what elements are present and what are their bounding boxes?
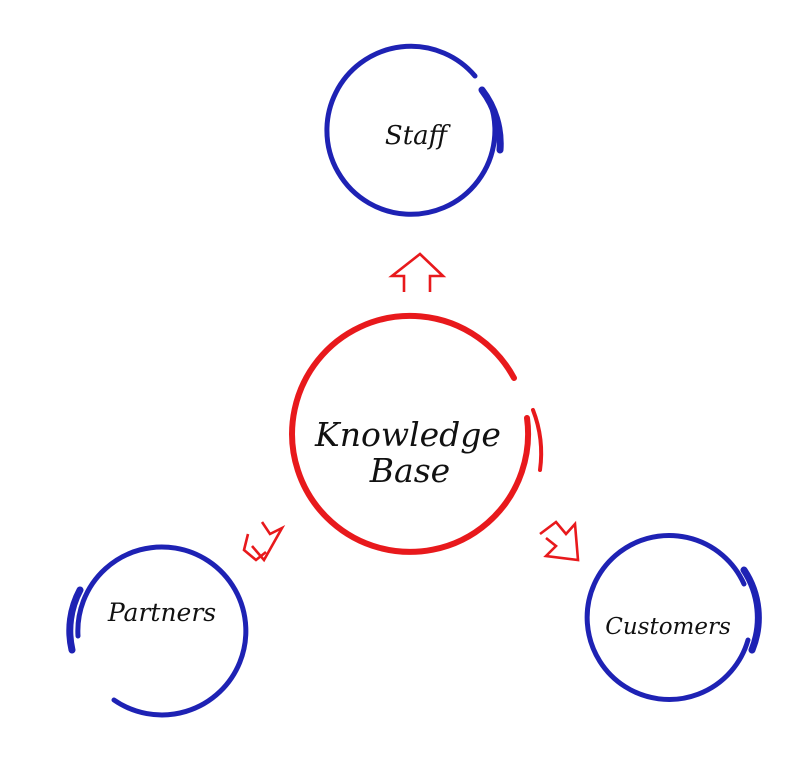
partners-ring-accent xyxy=(66,586,84,654)
staff-node: Staff xyxy=(324,43,504,217)
center-label-line2: Base xyxy=(369,451,450,490)
arrow-to-customers-icon xyxy=(539,520,580,562)
center-ring-accent xyxy=(531,408,544,472)
staff-ring xyxy=(324,43,498,217)
partners-label: Partners xyxy=(107,598,216,627)
center-label-line1: Knowledge xyxy=(314,415,501,454)
customers-label: Customers xyxy=(605,614,731,640)
arrow-to-staff-icon xyxy=(388,252,447,292)
customers-node: Customers xyxy=(584,533,762,702)
staff-label: Staff xyxy=(385,121,452,151)
partners-ring xyxy=(75,544,249,718)
partners-node: Partners xyxy=(66,544,249,718)
center-ring xyxy=(289,312,532,555)
arrow-to-partners-icon xyxy=(251,521,286,563)
staff-ring-accent xyxy=(478,86,504,154)
center-node: Knowledge Base xyxy=(289,312,544,555)
customers-ring-accent xyxy=(740,566,762,654)
customers-ring xyxy=(584,533,751,702)
arrow-to-partners-icon-head xyxy=(242,533,267,562)
